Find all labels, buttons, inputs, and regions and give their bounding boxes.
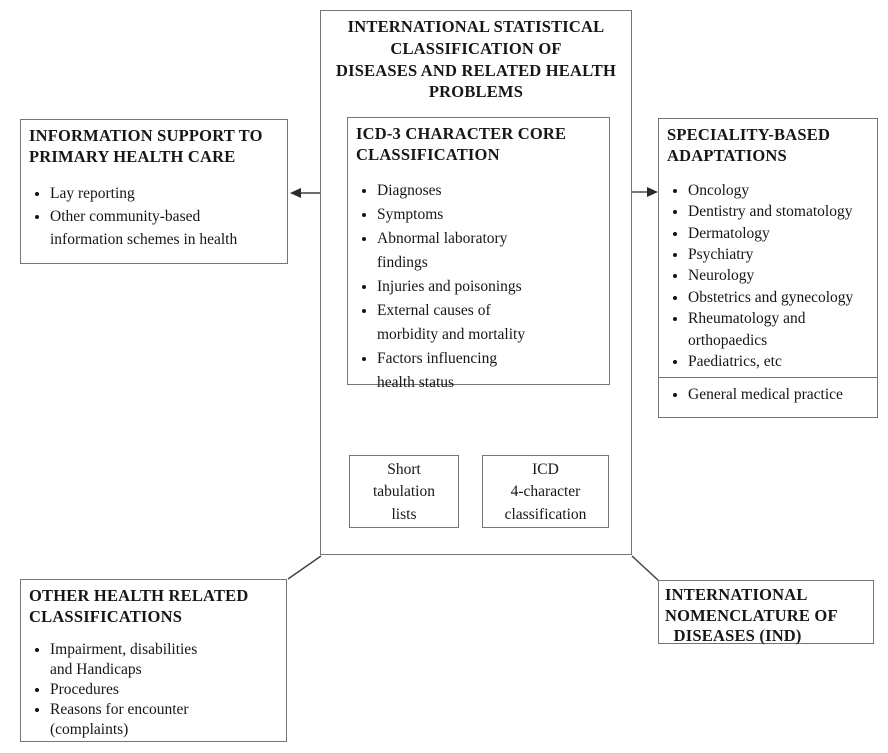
list-item: Rheumatology and orthopaedics (688, 308, 871, 351)
speciality-adaptations-box: SPECIALITY-BASED ADAPTATIONS OncologyDen… (658, 118, 878, 378)
general-medical-practice-box: General medical practice (658, 377, 878, 418)
list-item: Diagnoses (377, 179, 603, 203)
other-classifications-box: OTHER HEALTH RELATED CLASSIFICATIONS Imp… (20, 579, 287, 742)
arrow-core-to-speciality (632, 187, 658, 197)
speciality-adaptations-heading: SPECIALITY-BASED ADAPTATIONS (667, 125, 831, 166)
list-item: General medical practice (688, 385, 871, 405)
line-main-to-nomenclature (631, 555, 660, 582)
primary-health-care-heading: INFORMATION SUPPORT TO PRIMARY HEALTH CA… (29, 126, 263, 167)
arrow-core-to-primary-care (290, 188, 320, 198)
core-classification-heading: ICD-3 CHARACTER CORE CLASSIFICATION (356, 124, 567, 165)
nomenclature-box: INTERNATIONAL NOMENCLATURE OF DISEASES (… (658, 580, 874, 645)
general-medical-practice-list: General medical practice (667, 385, 871, 405)
list-item: Neurology (688, 265, 871, 286)
list-item: Dermatology (688, 223, 871, 244)
list-item: Reasons for encounter (complaints) (50, 700, 280, 740)
list-item: Obstetrics and gynecology (688, 287, 871, 308)
list-item: Other community-based information scheme… (50, 205, 281, 252)
list-item: Abnormal laboratory findings (377, 227, 603, 275)
core-classification-list: DiagnosesSymptomsAbnormal laboratory fin… (356, 179, 603, 395)
core-classification-box: ICD-3 CHARACTER CORE CLASSIFICATION Diag… (347, 117, 610, 391)
list-item: Paediatrics, etc (688, 351, 871, 372)
other-classifications-heading: OTHER HEALTH RELATED CLASSIFICATIONS (29, 586, 249, 627)
main-classification-box: INTERNATIONAL STATISTICAL CLASSIFICATION… (320, 10, 632, 555)
list-item: Procedures (50, 680, 280, 700)
speciality-adaptations-list: OncologyDentistry and stomatologyDermato… (667, 180, 871, 372)
list-item: Injuries and poisonings (377, 275, 603, 299)
list-item: Dentistry and stomatology (688, 201, 871, 222)
primary-health-care-list: Lay reportingOther community-based infor… (29, 182, 281, 252)
list-item: Factors influencing health status (377, 347, 603, 395)
line-main-to-other-classifications (287, 555, 322, 580)
list-item: External causes of morbidity and mortali… (377, 299, 603, 347)
other-classifications-list: Impairment, disabilities and HandicapsPr… (29, 640, 280, 741)
list-item: Psychiatry (688, 244, 871, 265)
four-character-classification-box: ICD 4-character classification (482, 455, 609, 528)
list-item: Lay reporting (50, 182, 281, 205)
list-item: Impairment, disabilities and Handicaps (50, 640, 280, 680)
main-title: INTERNATIONAL STATISTICAL CLASSIFICATION… (335, 17, 617, 102)
short-tabulation-lists-box: Short tabulation lists (349, 455, 459, 528)
primary-health-care-box: INFORMATION SUPPORT TO PRIMARY HEALTH CA… (20, 119, 288, 264)
list-item: Oncology (688, 180, 871, 201)
list-item: Symptoms (377, 203, 603, 227)
